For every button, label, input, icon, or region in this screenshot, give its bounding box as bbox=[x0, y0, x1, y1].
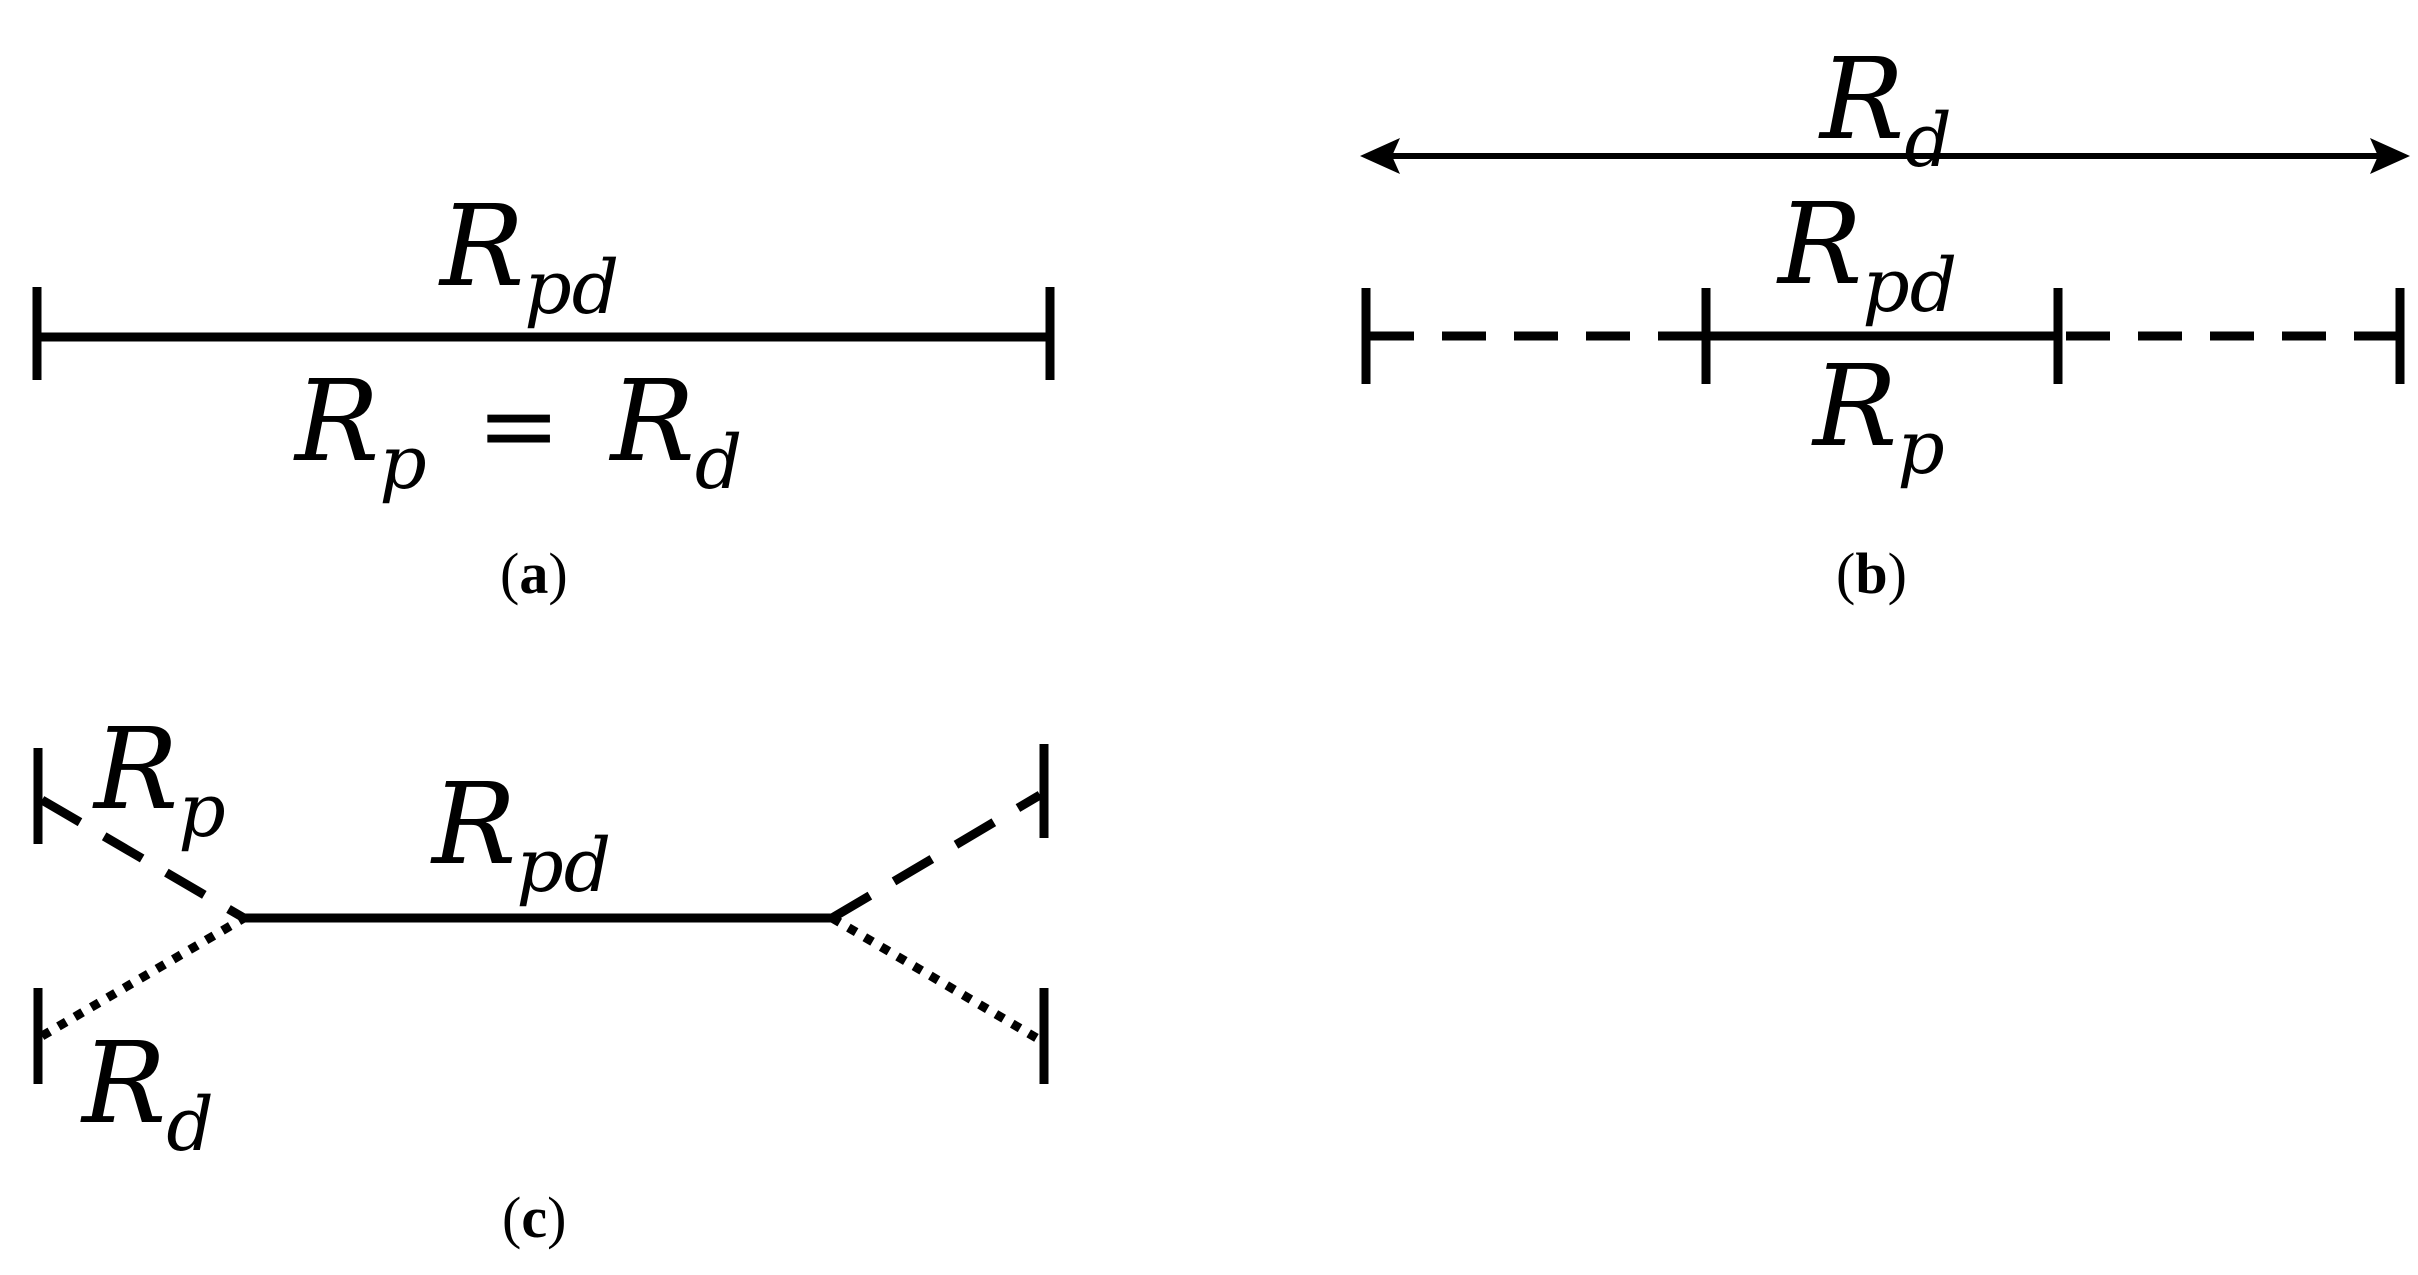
panel-b-caption-close: ) bbox=[1888, 541, 1907, 606]
panel-b-top-label-base: R bbox=[1776, 180, 1862, 310]
panel-a-caption: (a) bbox=[500, 541, 568, 606]
panel-c-lower-label: Rd bbox=[80, 1019, 214, 1168]
panel-b-caption: (b) bbox=[1836, 541, 1907, 606]
panel-c-caption-close: ) bbox=[547, 1185, 566, 1250]
panel-a-bottom-left-sub: p bbox=[379, 420, 426, 506]
panel-c-upper-label-sub: p bbox=[178, 768, 225, 854]
panel-b-arrow-label: Rd bbox=[1818, 35, 1952, 184]
panel-a-top-label-sub: pd bbox=[524, 245, 619, 331]
panel-c-dotted-branch-left bbox=[39, 914, 247, 1040]
panel-c-lower-label-sub: d bbox=[166, 1082, 213, 1168]
panel-b-bottom-label-base: R bbox=[1811, 342, 1897, 472]
panel-a-bottom-right-sub: d bbox=[695, 420, 742, 506]
panel-a-bottom-label: Rp = Rd bbox=[293, 357, 742, 506]
panel-a-caption-close: ) bbox=[548, 541, 567, 606]
panel-c-center-label-base: R bbox=[430, 760, 516, 890]
panel-c-caption-letter: c bbox=[521, 1185, 547, 1250]
panel-c-dashed-branch-left bbox=[39, 796, 247, 922]
panel-c-dotted-branch-right bbox=[829, 914, 1043, 1044]
panel-b: Rd Rpd Rp (b) bbox=[1360, 35, 2410, 606]
panel-c-center-label-sub: pd bbox=[516, 823, 611, 909]
panel-b-top-label: Rpd bbox=[1776, 180, 1957, 329]
panel-a-top-label-base: R bbox=[438, 182, 524, 312]
panel-c-lower-label-base: R bbox=[80, 1019, 166, 1149]
panel-b-arrow-head-left bbox=[1360, 138, 1400, 174]
panel-a-equals-sign: = bbox=[477, 367, 561, 484]
panel-c-caption-open: ( bbox=[502, 1185, 521, 1250]
panel-c: Rpd Rp Rd (c) bbox=[33, 705, 1049, 1250]
panel-a-top-label: Rpd bbox=[438, 182, 619, 331]
panel-c-dashed-branch-right bbox=[829, 791, 1043, 922]
panel-a-bottom-right-base: R bbox=[609, 357, 695, 487]
panel-b-arrow-label-sub: d bbox=[1904, 98, 1951, 184]
panel-c-upper-label-base: R bbox=[92, 705, 178, 835]
panel-a-caption-letter: a bbox=[519, 541, 548, 606]
panel-a: Rpd Rp = Rd (a) bbox=[32, 182, 1055, 606]
panel-a-bottom-left-base: R bbox=[293, 357, 379, 487]
panel-b-arrow-head-right bbox=[2370, 138, 2410, 174]
panel-b-caption-open: ( bbox=[1836, 541, 1855, 606]
panel-b-arrow-label-base: R bbox=[1818, 35, 1904, 165]
panel-b-caption-letter: b bbox=[1855, 541, 1887, 606]
panel-c-center-label: Rpd bbox=[430, 760, 611, 909]
panel-a-caption-open: ( bbox=[500, 541, 519, 606]
panel-b-bottom-label: Rp bbox=[1811, 342, 1945, 491]
panel-b-bottom-label-sub: p bbox=[1897, 405, 1944, 491]
panel-b-top-label-sub: pd bbox=[1862, 243, 1957, 329]
panel-c-upper-label: Rp bbox=[92, 705, 226, 854]
panel-c-caption: (c) bbox=[502, 1185, 566, 1250]
